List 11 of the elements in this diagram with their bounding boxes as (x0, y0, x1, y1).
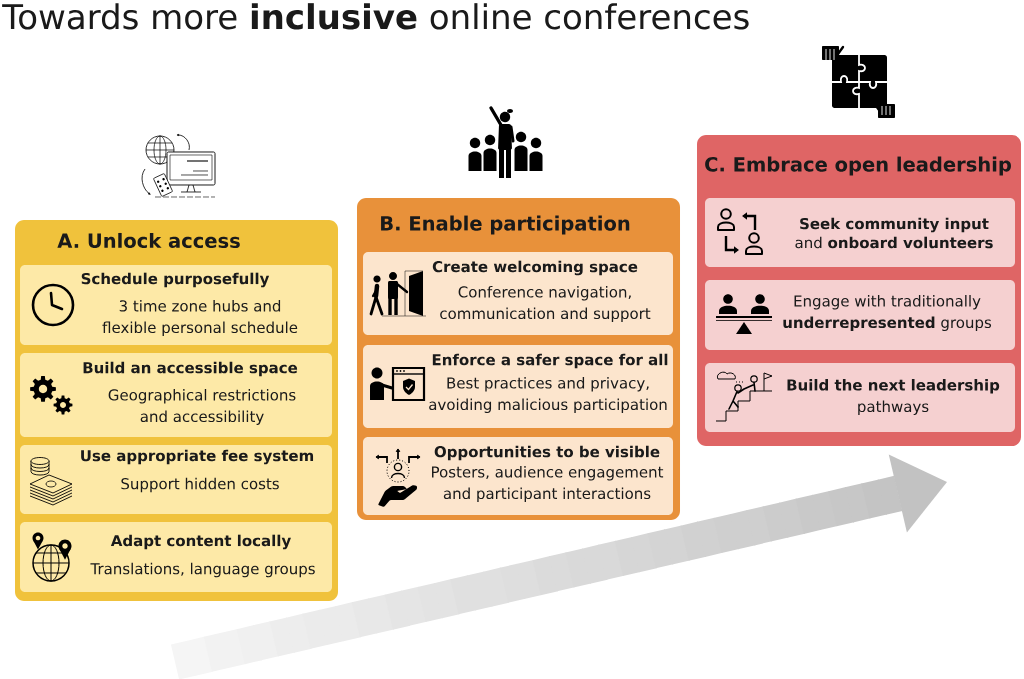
info-card: Adapt content locally Translations, language groups (20, 522, 332, 592)
info-card: Build the next leadership pathways (705, 363, 1015, 432)
info-card: Schedule purposefully 3 time zone hubs and flexible personal schedule (20, 265, 332, 345)
info-card: Use appropriate fee system Support hidden costs (20, 445, 332, 514)
title: Towards more inclusive online conferences (2, 3, 749, 30)
info-card: Engage with traditionally underrepresented groups (705, 280, 1015, 350)
info-card: Seek community input and onboard volunteers (705, 198, 1015, 267)
info-card: Enforce a safer space for all Best practices and privacy, avoiding malicious participation (363, 345, 673, 428)
info-card: Build an accessible space Geographical restrictions and accessibility (20, 353, 332, 437)
info-card: Create welcoming space Conference navigation, communication and support (363, 252, 673, 335)
info-card: Opportunities to be visible Posters, audience engagement and participant interactions (363, 437, 673, 515)
